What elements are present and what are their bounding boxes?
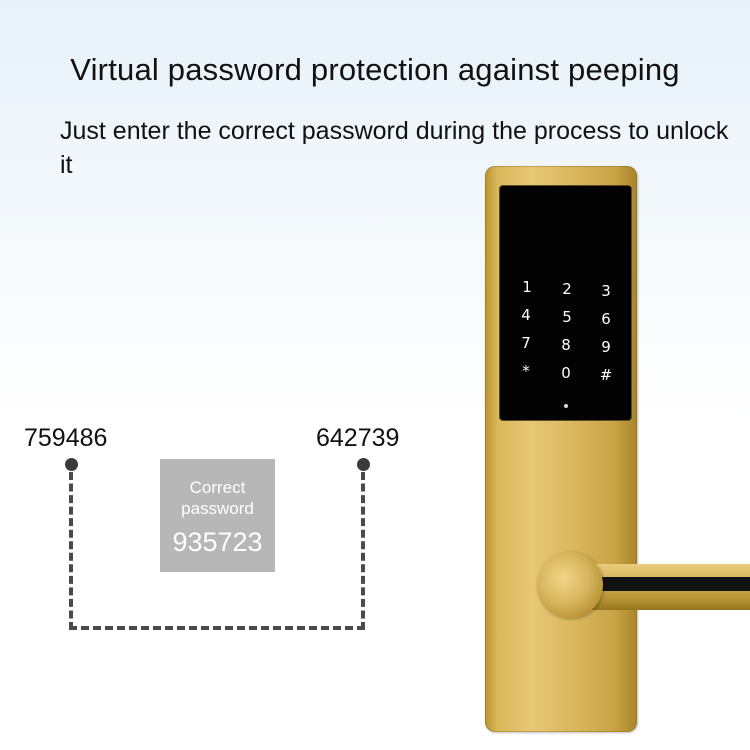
keypad-key-8[interactable]: 8 bbox=[561, 336, 571, 354]
fake-password-right: 642739 bbox=[316, 424, 400, 452]
keypad-key-0[interactable]: 0 bbox=[561, 364, 571, 382]
left-connector-dot bbox=[65, 458, 78, 471]
bottom-dashed-line bbox=[69, 626, 365, 630]
keypad-key-hash[interactable]: # bbox=[599, 366, 613, 384]
keypad-key-6[interactable]: 6 bbox=[601, 310, 611, 328]
keypad-key-4[interactable]: 4 bbox=[521, 306, 531, 324]
keypad-panel: 1 2 3 4 5 6 7 8 9 * 0 # bbox=[500, 186, 631, 420]
correct-password-box: Correct password 935723 bbox=[160, 459, 275, 572]
keypad-key-5[interactable]: 5 bbox=[562, 308, 572, 326]
keypad-key-9[interactable]: 9 bbox=[601, 338, 611, 356]
fingerprint-sensor-icon bbox=[564, 404, 568, 408]
correct-password-value: 935723 bbox=[172, 527, 263, 557]
door-lock-plate: 1 2 3 4 5 6 7 8 9 * 0 # bbox=[485, 166, 637, 732]
correct-password-label: Correct password bbox=[181, 478, 254, 518]
page-subtitle: Just enter the correct password during t… bbox=[60, 117, 729, 179]
keypad-key-star[interactable]: * bbox=[522, 362, 530, 380]
keypad-key-1[interactable]: 1 bbox=[522, 278, 532, 296]
keypad-key-2[interactable]: 2 bbox=[562, 280, 572, 298]
left-dashed-line bbox=[69, 472, 73, 630]
door-handle-stripe bbox=[580, 577, 750, 591]
page-title: Virtual password protection against peep… bbox=[70, 52, 680, 87]
door-handle-rose bbox=[537, 552, 603, 618]
fake-password-left: 759486 bbox=[24, 424, 108, 452]
right-connector-dot bbox=[357, 458, 370, 471]
right-dashed-line bbox=[361, 472, 365, 630]
keypad-key-3[interactable]: 3 bbox=[601, 282, 611, 300]
keypad-key-7[interactable]: 7 bbox=[521, 334, 531, 352]
